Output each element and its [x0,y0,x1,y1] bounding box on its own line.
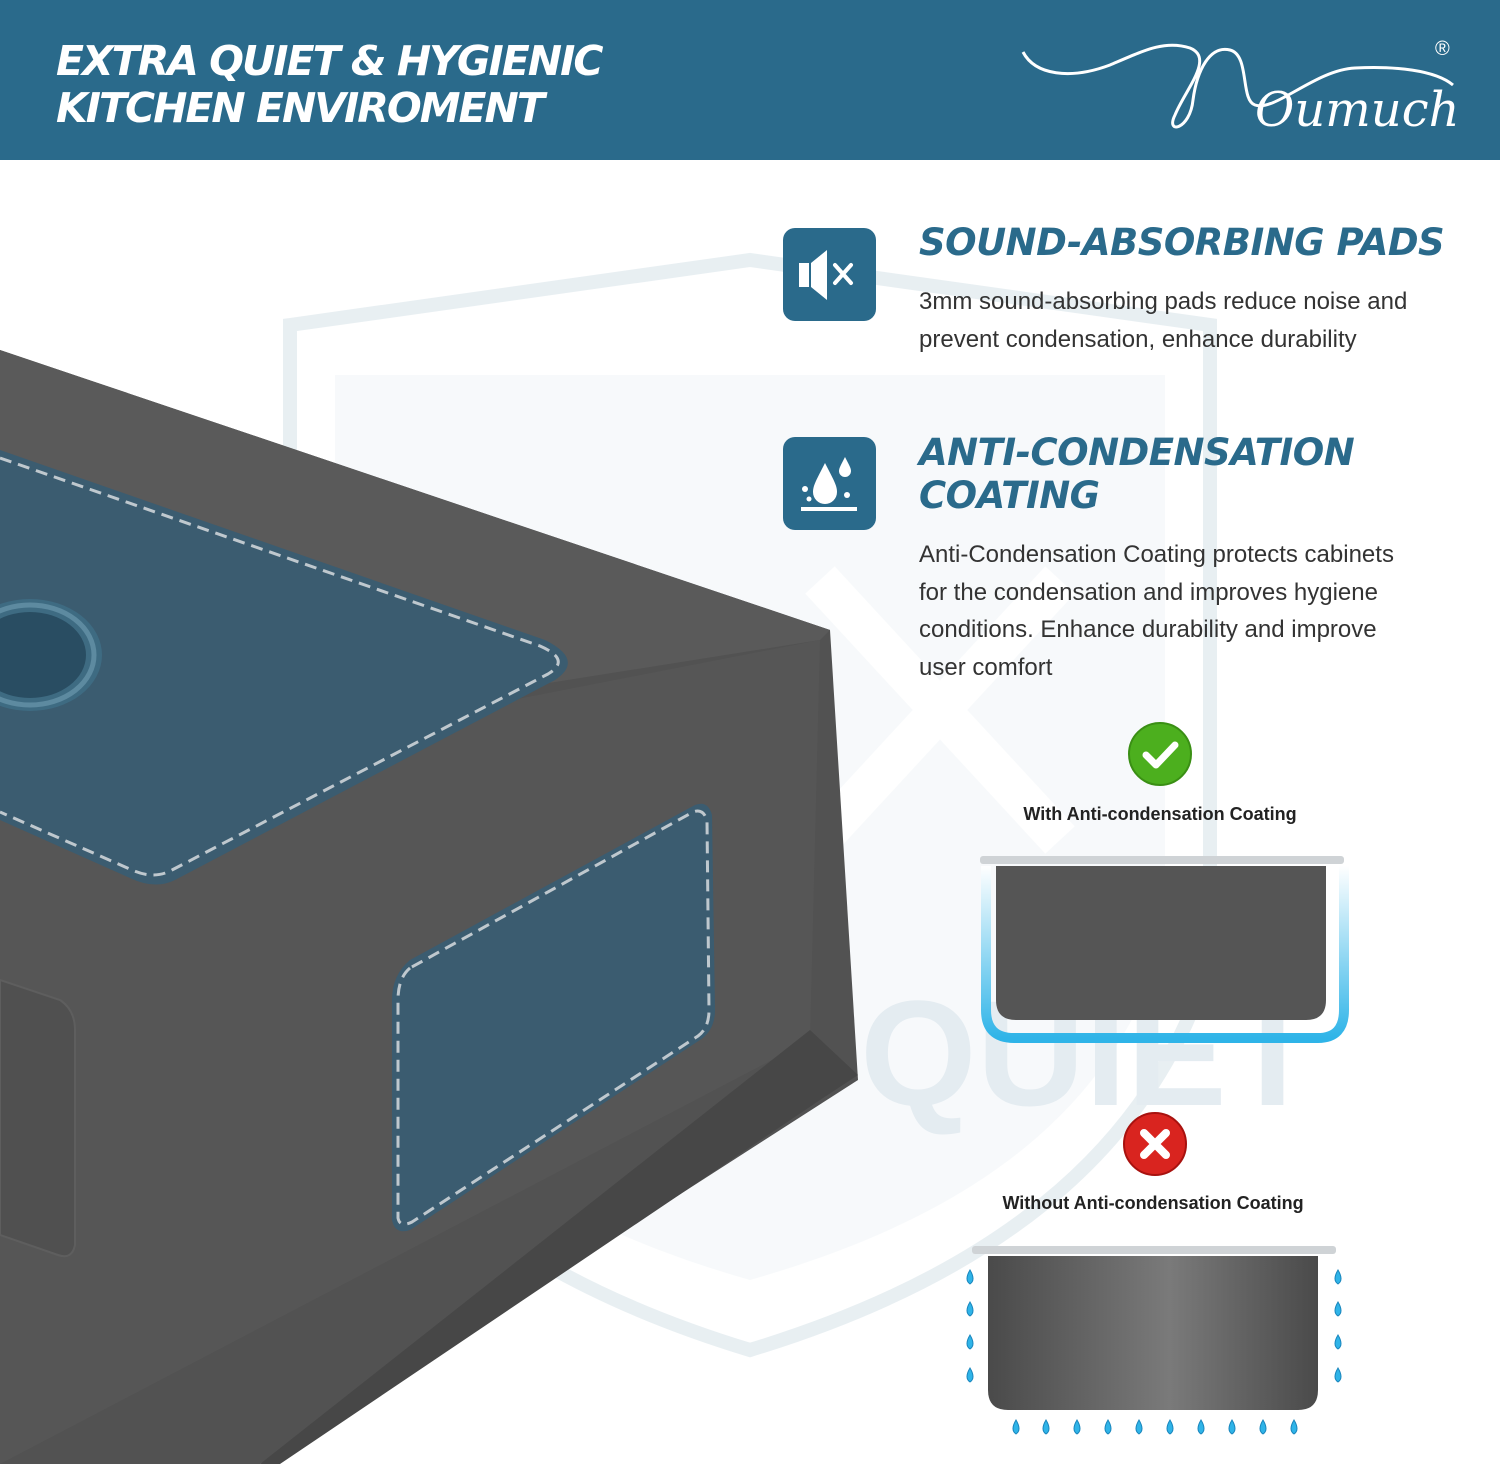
desc-line: Anti-Condensation Coating protects cabin… [919,541,1394,568]
product-illustration: QUIET [0,252,1349,1464]
green-check-icon [1128,722,1192,786]
title-line: COATING [919,474,1100,517]
side-sound-pad [392,803,715,1232]
left-pad-edge [0,978,76,1258]
drain-hole [0,599,102,711]
title-line: ANTI-CONDENSATION [919,431,1355,474]
bottom-sound-pad [0,450,568,885]
red-cross-icon [1123,1112,1187,1176]
brand-name: Oumuch [1255,82,1460,138]
feature-title-sound-pads: SOUND-ABSORBING PADS [919,221,1445,264]
desc-line: user comfort [919,653,1053,681]
speaker-mute-icon [783,228,876,321]
title-line-1: EXTRA QUIET & HYGIENIC [56,37,603,85]
page-title: EXTRA QUIET & HYGIENIC KITCHEN ENVIROMEN… [56,38,696,132]
desc-line: 3mm sound-absorbing pads reduce noise an… [919,288,1408,315]
feature-desc-sound-pads: 3mm sound-absorbing pads reduce noise an… [919,283,1459,358]
water-drops-icon [783,437,876,530]
sink-without-coating [972,1246,1336,1410]
feature-title-anti-condensation: ANTI-CONDENSATION COATING [919,431,1479,517]
desc-line: for the condensation and improves hygien… [919,578,1378,606]
label-with-coating: With Anti-condensation Coating [1023,804,1297,824]
condensation-droplets [966,1269,1342,1435]
desc-line: prevent condensation, enhance durability [919,325,1357,353]
brand-logo: Oumuch ® [1015,30,1465,145]
brand-logo-swash [1021,43,1454,129]
sink-with-coating [980,856,1349,1043]
title-line-2: KITCHEN ENVIROMENT [56,84,545,132]
header-banner: EXTRA QUIET & HYGIENIC KITCHEN ENVIROMEN… [0,0,1500,160]
feature-desc-anti-condensation: Anti-Condensation Coating protects cabin… [919,536,1459,686]
registered-mark: ® [1435,38,1450,60]
desc-line: conditions. Enhance durability and impro… [919,616,1377,643]
label-without-coating: Without Anti-condensation Coating [1002,1193,1304,1213]
